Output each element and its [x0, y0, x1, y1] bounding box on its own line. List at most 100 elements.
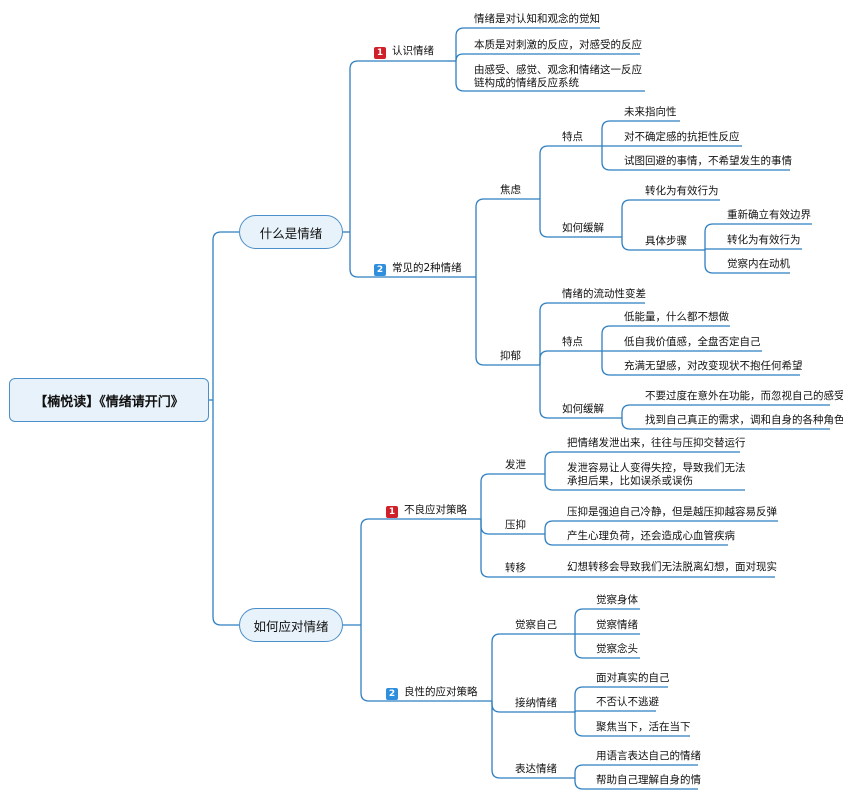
- vent-branch: [544, 474, 565, 491]
- anxiety-branch: [539, 145, 560, 199]
- leaf-aware-3[interactable]: 觉察念头: [596, 643, 638, 655]
- aware-branch: [574, 608, 594, 634]
- vent-branch: [544, 451, 565, 474]
- node-depression[interactable]: 抑郁: [500, 350, 521, 362]
- topic-how-to-cope[interactable]: 如何应对情绪: [239, 608, 343, 642]
- anx-steps-branch: [704, 223, 725, 250]
- node-aware[interactable]: 觉察自己: [515, 619, 557, 631]
- leaf-step-2[interactable]: 转化为有效行为: [727, 234, 801, 246]
- leaf-depression-relief-2[interactable]: 找到自己真正的需求，调和自身的各种角色: [645, 414, 843, 426]
- leaf-suppress-1[interactable]: 压抑是强迫自己冷静，但是越压抑越容易反弹: [567, 506, 777, 518]
- leaf-cognition-3[interactable]: 由感受、感觉、观念和情绪这一反应链构成的情绪反应系统: [474, 64, 642, 89]
- leaf-accept-1[interactable]: 面对真实的自己: [596, 672, 670, 684]
- leaf-cognition-1[interactable]: 情绪是对认知和观念的觉知: [474, 13, 600, 25]
- suppress-branch: [544, 520, 565, 534]
- node-express[interactable]: 表达情绪: [515, 763, 557, 775]
- leaf-vent-2[interactable]: 发泄容易让人变得失控，导致我们无法承担后果，比如误杀或误伤: [567, 462, 746, 487]
- depression-branch: [539, 350, 560, 365]
- cognition-branch: [455, 27, 472, 61]
- branch-bad-strategies[interactable]: 1 不良应对策略: [386, 504, 467, 518]
- leaf-depression-fluidity[interactable]: 情绪的流动性变差: [562, 288, 646, 300]
- leaf-accept-3[interactable]: 聚焦当下，活在当下: [596, 721, 691, 733]
- node-anxiety-steps[interactable]: 具体步骤: [645, 235, 687, 247]
- anx-relief-branch: [621, 199, 643, 237]
- leaf-aware-2[interactable]: 觉察情绪: [596, 619, 638, 631]
- number-badge: 2: [386, 688, 398, 700]
- leaf-depression-trait-2[interactable]: 低自我价值感，全盘否定自己: [624, 336, 761, 348]
- cognition-branch: [455, 53, 472, 62]
- dep-traits-branch: [601, 325, 622, 351]
- leaf-anxiety-trait-1[interactable]: 未来指向性: [624, 106, 677, 118]
- branch-label: 认识情绪: [392, 45, 434, 57]
- what-branch: [349, 232, 372, 278]
- dep-traits-branch: [601, 351, 622, 376]
- depression-branch: [539, 302, 560, 365]
- leaf-anxiety-trait-3[interactable]: 试图回避的事情，不希望发生的事情: [624, 155, 792, 167]
- branch-label: 良性的应对策略: [404, 686, 478, 698]
- node-accept[interactable]: 接纳情绪: [515, 697, 557, 709]
- leaf-depression-relief-1[interactable]: 不要过度在意外在功能，而忽视自己的感受: [645, 390, 843, 402]
- bad-branch: [480, 519, 503, 535]
- node-depression-relief[interactable]: 如何缓解: [562, 403, 604, 415]
- branch-label: 常见的2种情绪: [392, 262, 462, 274]
- leaf-aware-1[interactable]: 觉察身体: [596, 594, 638, 606]
- bad-branch: [480, 519, 503, 578]
- anx-relief-branch: [621, 237, 643, 251]
- leaf-step-3[interactable]: 觉察内在动机: [727, 258, 790, 270]
- node-anxiety-relief[interactable]: 如何缓解: [562, 222, 604, 234]
- leaf-depression-trait-1[interactable]: 低能量，什么都不想做: [624, 311, 729, 323]
- anx-steps-branch: [704, 250, 725, 274]
- node-anxiety[interactable]: 焦虑: [500, 184, 521, 196]
- accept-branch: [574, 686, 594, 712]
- leaf-anxiety-trait-2[interactable]: 对不确定感的抗拒性反应: [624, 131, 740, 143]
- express-branch: [574, 778, 594, 790]
- anx-steps-branch: [704, 248, 725, 251]
- accept-branch: [574, 710, 594, 713]
- leaf-shift-1[interactable]: 幻想转移会导致我们无法脱离幻想，面对现实: [567, 561, 777, 573]
- leaf-express-2[interactable]: 帮助自己理解自身的情: [596, 774, 701, 786]
- node-depression-traits[interactable]: 特点: [562, 336, 583, 348]
- leaf-express-1[interactable]: 用语言表达自己的情绪: [596, 750, 701, 762]
- how-branch: [360, 518, 384, 625]
- anx-traits-branch: [601, 120, 622, 146]
- node-anxiety-traits[interactable]: 特点: [562, 131, 583, 143]
- cognition-branch: [455, 61, 472, 92]
- number-badge: 1: [386, 506, 398, 518]
- how-branch: [360, 625, 384, 702]
- dep-relief-branch: [621, 418, 643, 430]
- topic-what-is-emotion[interactable]: 什么是情绪: [239, 215, 343, 249]
- node-shift[interactable]: 转移: [505, 562, 526, 574]
- node-suppress[interactable]: 压抑: [505, 519, 526, 531]
- aware-branch: [574, 634, 594, 659]
- accept-branch: [574, 712, 594, 737]
- express-branch: [574, 764, 594, 778]
- leaf-vent-1[interactable]: 把情绪发泄出来，往往与压抑交替运行: [567, 437, 746, 449]
- number-badge: 1: [374, 47, 386, 59]
- branch-cognition[interactable]: 1 认识情绪: [374, 45, 434, 59]
- bad-branch: [480, 473, 503, 519]
- leaf-depression-trait-3[interactable]: 充满无望感，对改变现状不抱任何希望: [624, 360, 803, 372]
- root-node[interactable]: 【楠悦读】《情绪请开门》: [9, 378, 209, 422]
- good-branch: [491, 701, 513, 779]
- root-branch: [212, 400, 239, 626]
- leaf-cognition-2[interactable]: 本质是对刺激的反应，对感受的反应: [474, 39, 642, 51]
- good-branch: [491, 633, 513, 701]
- dep-relief-branch: [621, 404, 643, 418]
- leaf-anxiety-relief[interactable]: 转化为有效行为: [645, 185, 719, 197]
- branch-common-emotions[interactable]: 2 常见的2种情绪: [374, 262, 462, 276]
- leaf-step-1[interactable]: 重新确立有效边界: [727, 209, 811, 221]
- leaf-accept-2[interactable]: 不否认不逃避: [596, 696, 659, 708]
- number-badge: 2: [374, 264, 386, 276]
- what-branch: [349, 60, 372, 232]
- branch-good-strategies[interactable]: 2 良性的应对策略: [386, 686, 478, 700]
- anx-traits-branch: [601, 146, 622, 171]
- anxiety-branch: [539, 199, 560, 238]
- common-branch: [475, 198, 498, 277]
- depression-branch: [539, 365, 560, 419]
- node-vent[interactable]: 发泄: [505, 459, 526, 471]
- branch-label: 不良应对策略: [404, 504, 467, 516]
- root-branch: [212, 231, 239, 400]
- leaf-suppress-2[interactable]: 产生心理负荷，还会造成心血管疾病: [567, 530, 735, 542]
